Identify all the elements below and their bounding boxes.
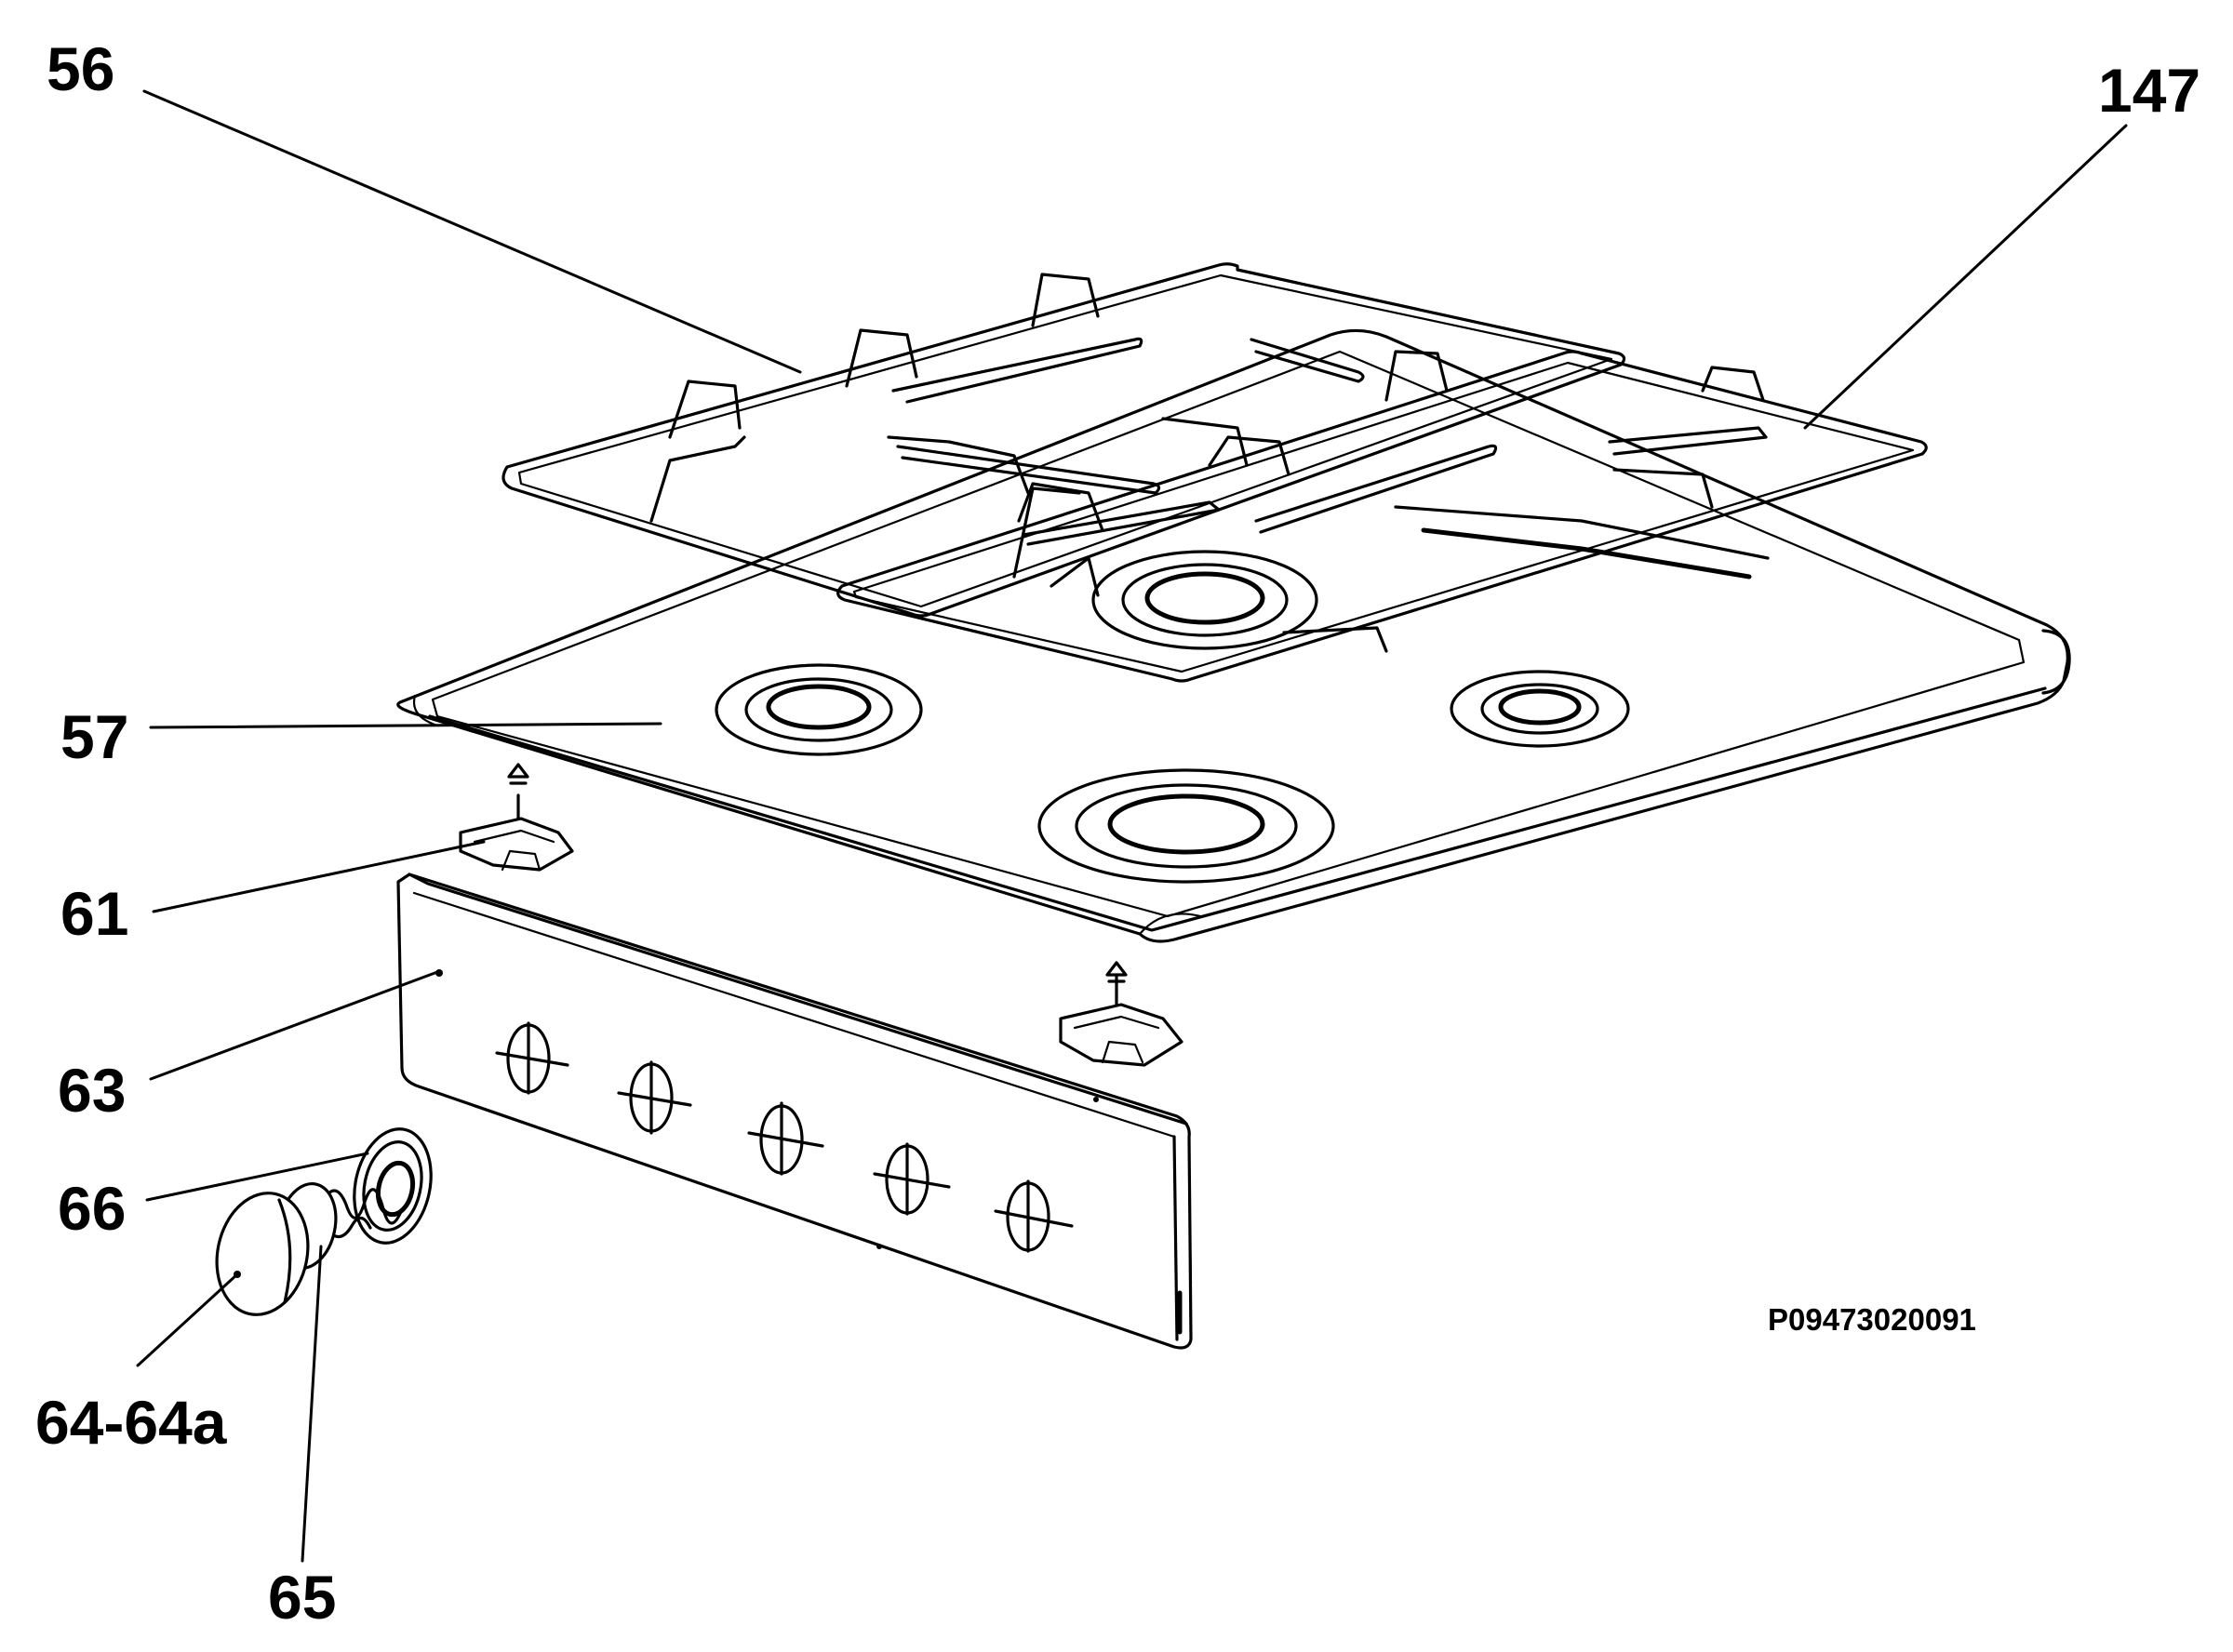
knob [215,1181,338,1316]
leader-66 [145,1152,369,1202]
knob-bezel [353,1127,433,1245]
callout-64-64a: 64-64a [35,1388,228,1457]
callout-65: 65 [268,1563,336,1632]
knob-symbol-3 [747,1101,824,1176]
burner-front [1037,768,1335,884]
callout-labels: 56 147 57 61 63 66 64-64a 65 P0947302009… [35,34,2200,1632]
callout-147: 147 [2098,56,2200,125]
clip-right [1059,1003,1183,1067]
callout-57: 57 [60,702,128,771]
leader-lines [136,89,2128,1563]
drawing-code: P09473020091 [1768,1302,1976,1337]
leader-56 [142,89,802,374]
leader-63 [149,970,439,1081]
clip-left [459,817,574,872]
knob-symbol-5 [994,1179,1074,1253]
callout-66: 66 [58,1174,126,1243]
control-panel [396,873,1193,1350]
pan-support-right [836,350,1928,683]
burner-rear [1091,550,1318,650]
callout-63: 63 [58,1056,126,1125]
knob-symbol-1 [495,1021,569,1095]
burner-left [715,663,923,756]
burner-right [1450,670,1630,748]
callout-61: 61 [60,879,128,948]
knob-symbol-2 [617,1060,692,1135]
hob-top-plate [396,328,2071,943]
leader-65 [301,1245,323,1563]
leader-64-64a [136,1272,239,1367]
knob-symbol-4 [873,1142,951,1216]
leader-61 [152,840,486,913]
leader-147 [1803,124,2128,430]
callout-56: 56 [47,34,114,103]
leader-57 [149,722,662,729]
